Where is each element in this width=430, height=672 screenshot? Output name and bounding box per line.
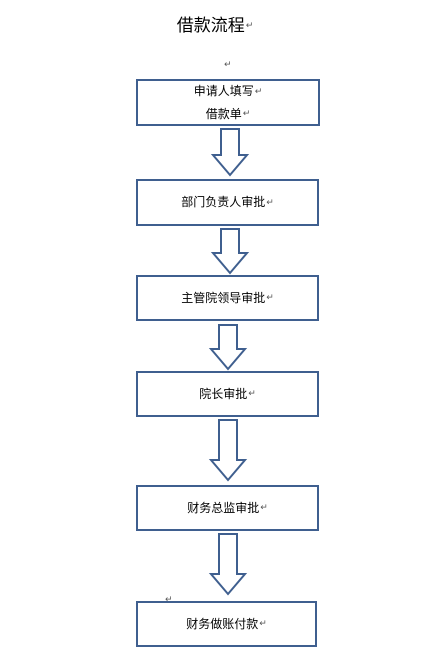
paragraph-mark-icon: ↵	[248, 389, 256, 400]
step-label-line: 财务做账付款↵	[186, 613, 267, 636]
down-arrow-icon	[208, 533, 248, 596]
diagram-title: 借款流程↵	[0, 16, 430, 36]
down-arrow-icon	[210, 128, 250, 177]
step-text: 部门负责人审批	[181, 195, 266, 210]
paragraph-mark-icon: ↵	[165, 595, 173, 605]
step-box-fill-form: 申请人填写↵ 借款单↵	[136, 79, 320, 126]
paragraph-mark-icon: ↵	[242, 109, 251, 119]
step-box-leader-approval: 主管院领导审批↵	[136, 275, 319, 321]
step-label-line: 借款单↵	[206, 103, 251, 126]
step-label-line: 财务总监审批↵	[187, 497, 268, 520]
paragraph-mark-icon: ↵	[266, 293, 274, 304]
step-text: 院长审批	[199, 386, 248, 401]
paragraph-mark-icon: ↵	[245, 21, 254, 31]
paragraph-mark-icon: ↵	[254, 86, 263, 97]
down-arrow-icon	[208, 324, 248, 371]
step-box-accounting-payment: 财务做账付款↵	[136, 601, 317, 647]
down-arrow-icon	[210, 228, 250, 275]
step-label-line: 主管院领导审批↵	[181, 287, 274, 310]
down-arrow-icon	[208, 419, 248, 482]
paragraph-mark-icon: ↵	[259, 619, 267, 630]
step-text: 主管院领导审批	[181, 290, 266, 305]
paragraph-mark-icon: ↵	[224, 60, 232, 70]
step-text: 申请人填写	[193, 84, 254, 98]
step-label-line: 部门负责人审批↵	[181, 191, 274, 214]
step-text: 财务做账付款	[186, 616, 259, 631]
paragraph-mark-icon: ↵	[266, 197, 274, 208]
step-label-line: 申请人填写↵	[194, 80, 263, 103]
title-text: 借款流程	[176, 16, 245, 36]
paragraph-mark-icon: ↵	[260, 503, 268, 514]
step-box-dept-head-approval: 部门负责人审批↵	[136, 179, 319, 226]
step-box-president-approval: 院长审批↵	[136, 371, 319, 417]
step-label-line: 院长审批↵	[199, 383, 256, 406]
step-box-cfo-approval: 财务总监审批↵	[136, 485, 319, 531]
step-text: 财务总监审批	[187, 500, 260, 515]
step-text: 借款单	[205, 106, 242, 121]
